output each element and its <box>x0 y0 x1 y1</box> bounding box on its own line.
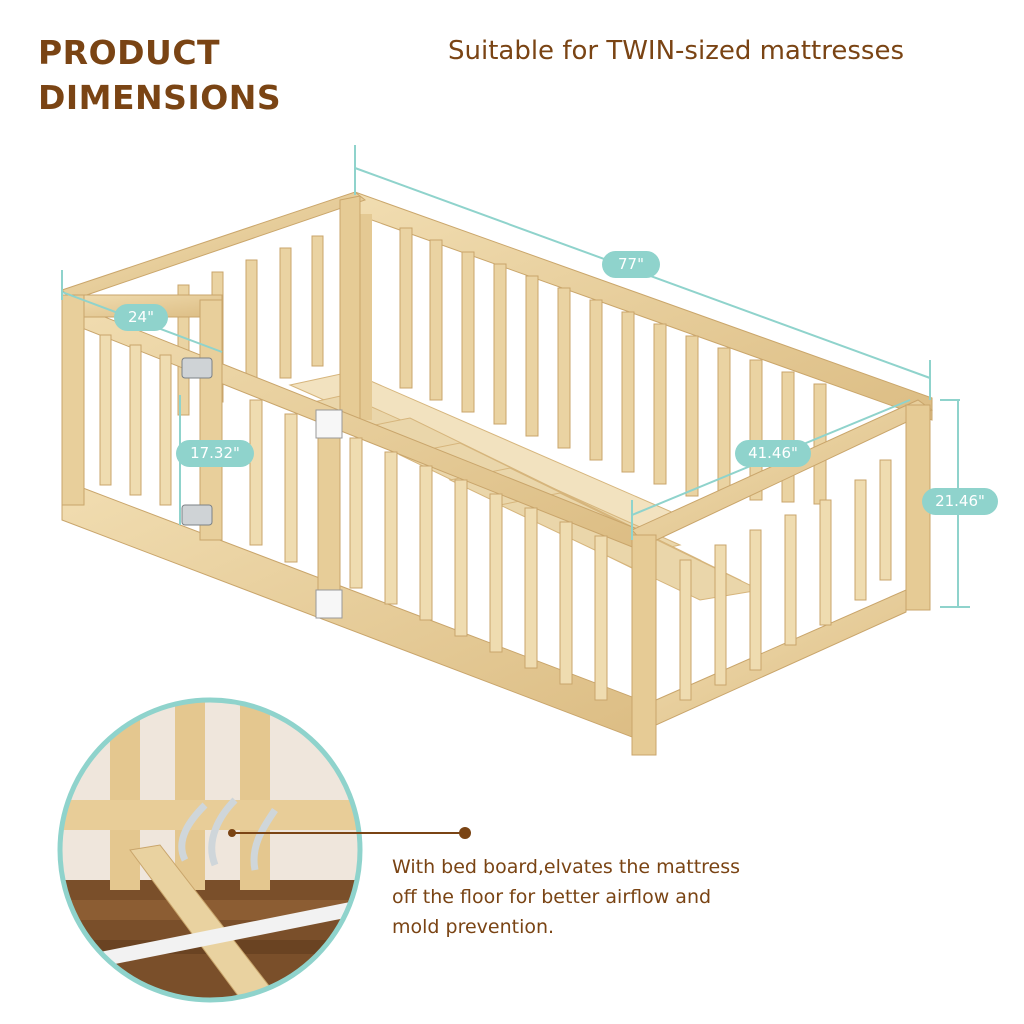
height-label: 21.46" <box>922 488 998 515</box>
airflow-arrow-icon <box>178 802 208 862</box>
front-spindles <box>249 399 608 701</box>
inner-width-label: 41.46" <box>735 440 811 467</box>
back-spindles <box>399 227 827 505</box>
title-line-1: PRODUCT <box>38 33 221 72</box>
latch-top-icon <box>181 357 213 379</box>
center-post <box>315 409 343 619</box>
caption-line-3: mold prevention. <box>392 916 555 938</box>
caption-line-1: With bed board,elvates the mattress <box>392 856 741 878</box>
gate <box>61 294 223 541</box>
latch-bottom-icon <box>181 504 213 526</box>
width-label: 24" <box>114 304 168 331</box>
gate-height-label: 17.32" <box>176 440 254 467</box>
title-line-2: DIMENSIONS <box>38 78 282 117</box>
length-label: 77" <box>602 251 660 278</box>
mattress-subtitle: Suitable for TWIN-sized mattresses <box>448 36 905 66</box>
detail-caption: With bed board,elvates the mattress off … <box>392 852 822 942</box>
page-title: PRODUCT DIMENSIONS <box>38 30 338 120</box>
caption-line-2: off the floor for better airflow and <box>392 886 712 908</box>
foot-panel <box>631 399 933 756</box>
